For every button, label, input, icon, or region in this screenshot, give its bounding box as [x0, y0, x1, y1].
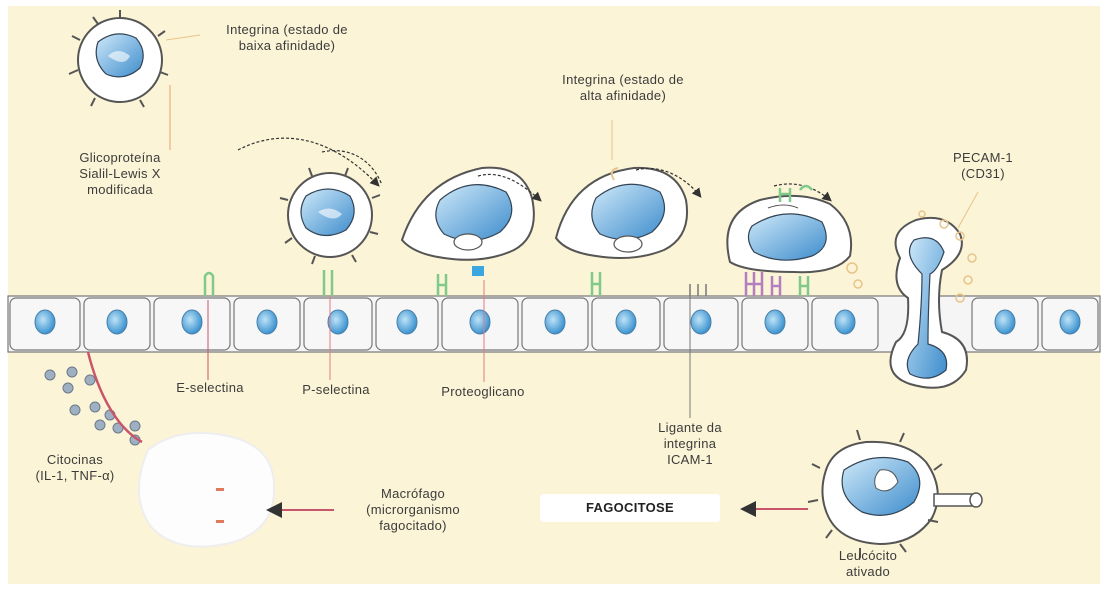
cytokine-dots — [45, 367, 140, 445]
endothelial-nucleus — [835, 310, 855, 334]
rolling-arrow-1 — [238, 138, 378, 185]
label-ligante: Ligante da integrina ICAM-1 — [625, 420, 755, 468]
macrophage — [139, 433, 274, 547]
endothelial-nucleus — [995, 310, 1015, 334]
endothelial-nucleus — [470, 310, 490, 334]
label-macrofago: Macrófago (microrganismo fagocitado) — [338, 486, 488, 534]
endothelial-nucleus — [257, 310, 277, 334]
endothelial-nucleus — [1060, 310, 1080, 334]
endothelial-nucleus — [616, 310, 636, 334]
endothelial-nucleus — [397, 310, 417, 334]
label-citocinas: Citocinas (IL-1, TNF-α) — [10, 452, 140, 484]
endothelial-nucleus — [545, 310, 565, 334]
endothelial-nucleus — [35, 310, 55, 334]
label-integrina-baixa: Integrina (estado de baixa afinidade) — [192, 22, 382, 54]
label-glicoproteina: Glicoproteína Sialil-Lewis X modificada — [50, 150, 190, 198]
label-proteoglicano: Proteoglicano — [408, 384, 558, 400]
label-e-selectina: E-selectina — [150, 380, 270, 396]
endothelial-nucleus — [328, 310, 348, 334]
label-pecam: PECAM-1 (CD31) — [928, 150, 1038, 182]
endothelial-nucleus — [182, 310, 202, 334]
leukocyte-circulating — [69, 10, 168, 107]
leukocyte-activated — [808, 430, 982, 558]
leukocyte-spreading-2 — [556, 168, 687, 258]
label-leucocito: Leucócito ativado — [808, 548, 928, 580]
endothelial-nucleus — [765, 310, 785, 334]
leukocyte-rolling — [280, 168, 380, 264]
endothelial-nucleus — [107, 310, 127, 334]
label-p-selectina: P-selectina — [276, 382, 396, 398]
label-fagocitose: FAGOCITOSE — [545, 500, 715, 516]
pecam-pointer — [958, 192, 978, 228]
endothelial-nucleus — [691, 310, 711, 334]
label-integrina-alta: Integrina (estado de alta afinidade) — [528, 72, 718, 104]
leukocyte-adherent — [727, 196, 851, 272]
